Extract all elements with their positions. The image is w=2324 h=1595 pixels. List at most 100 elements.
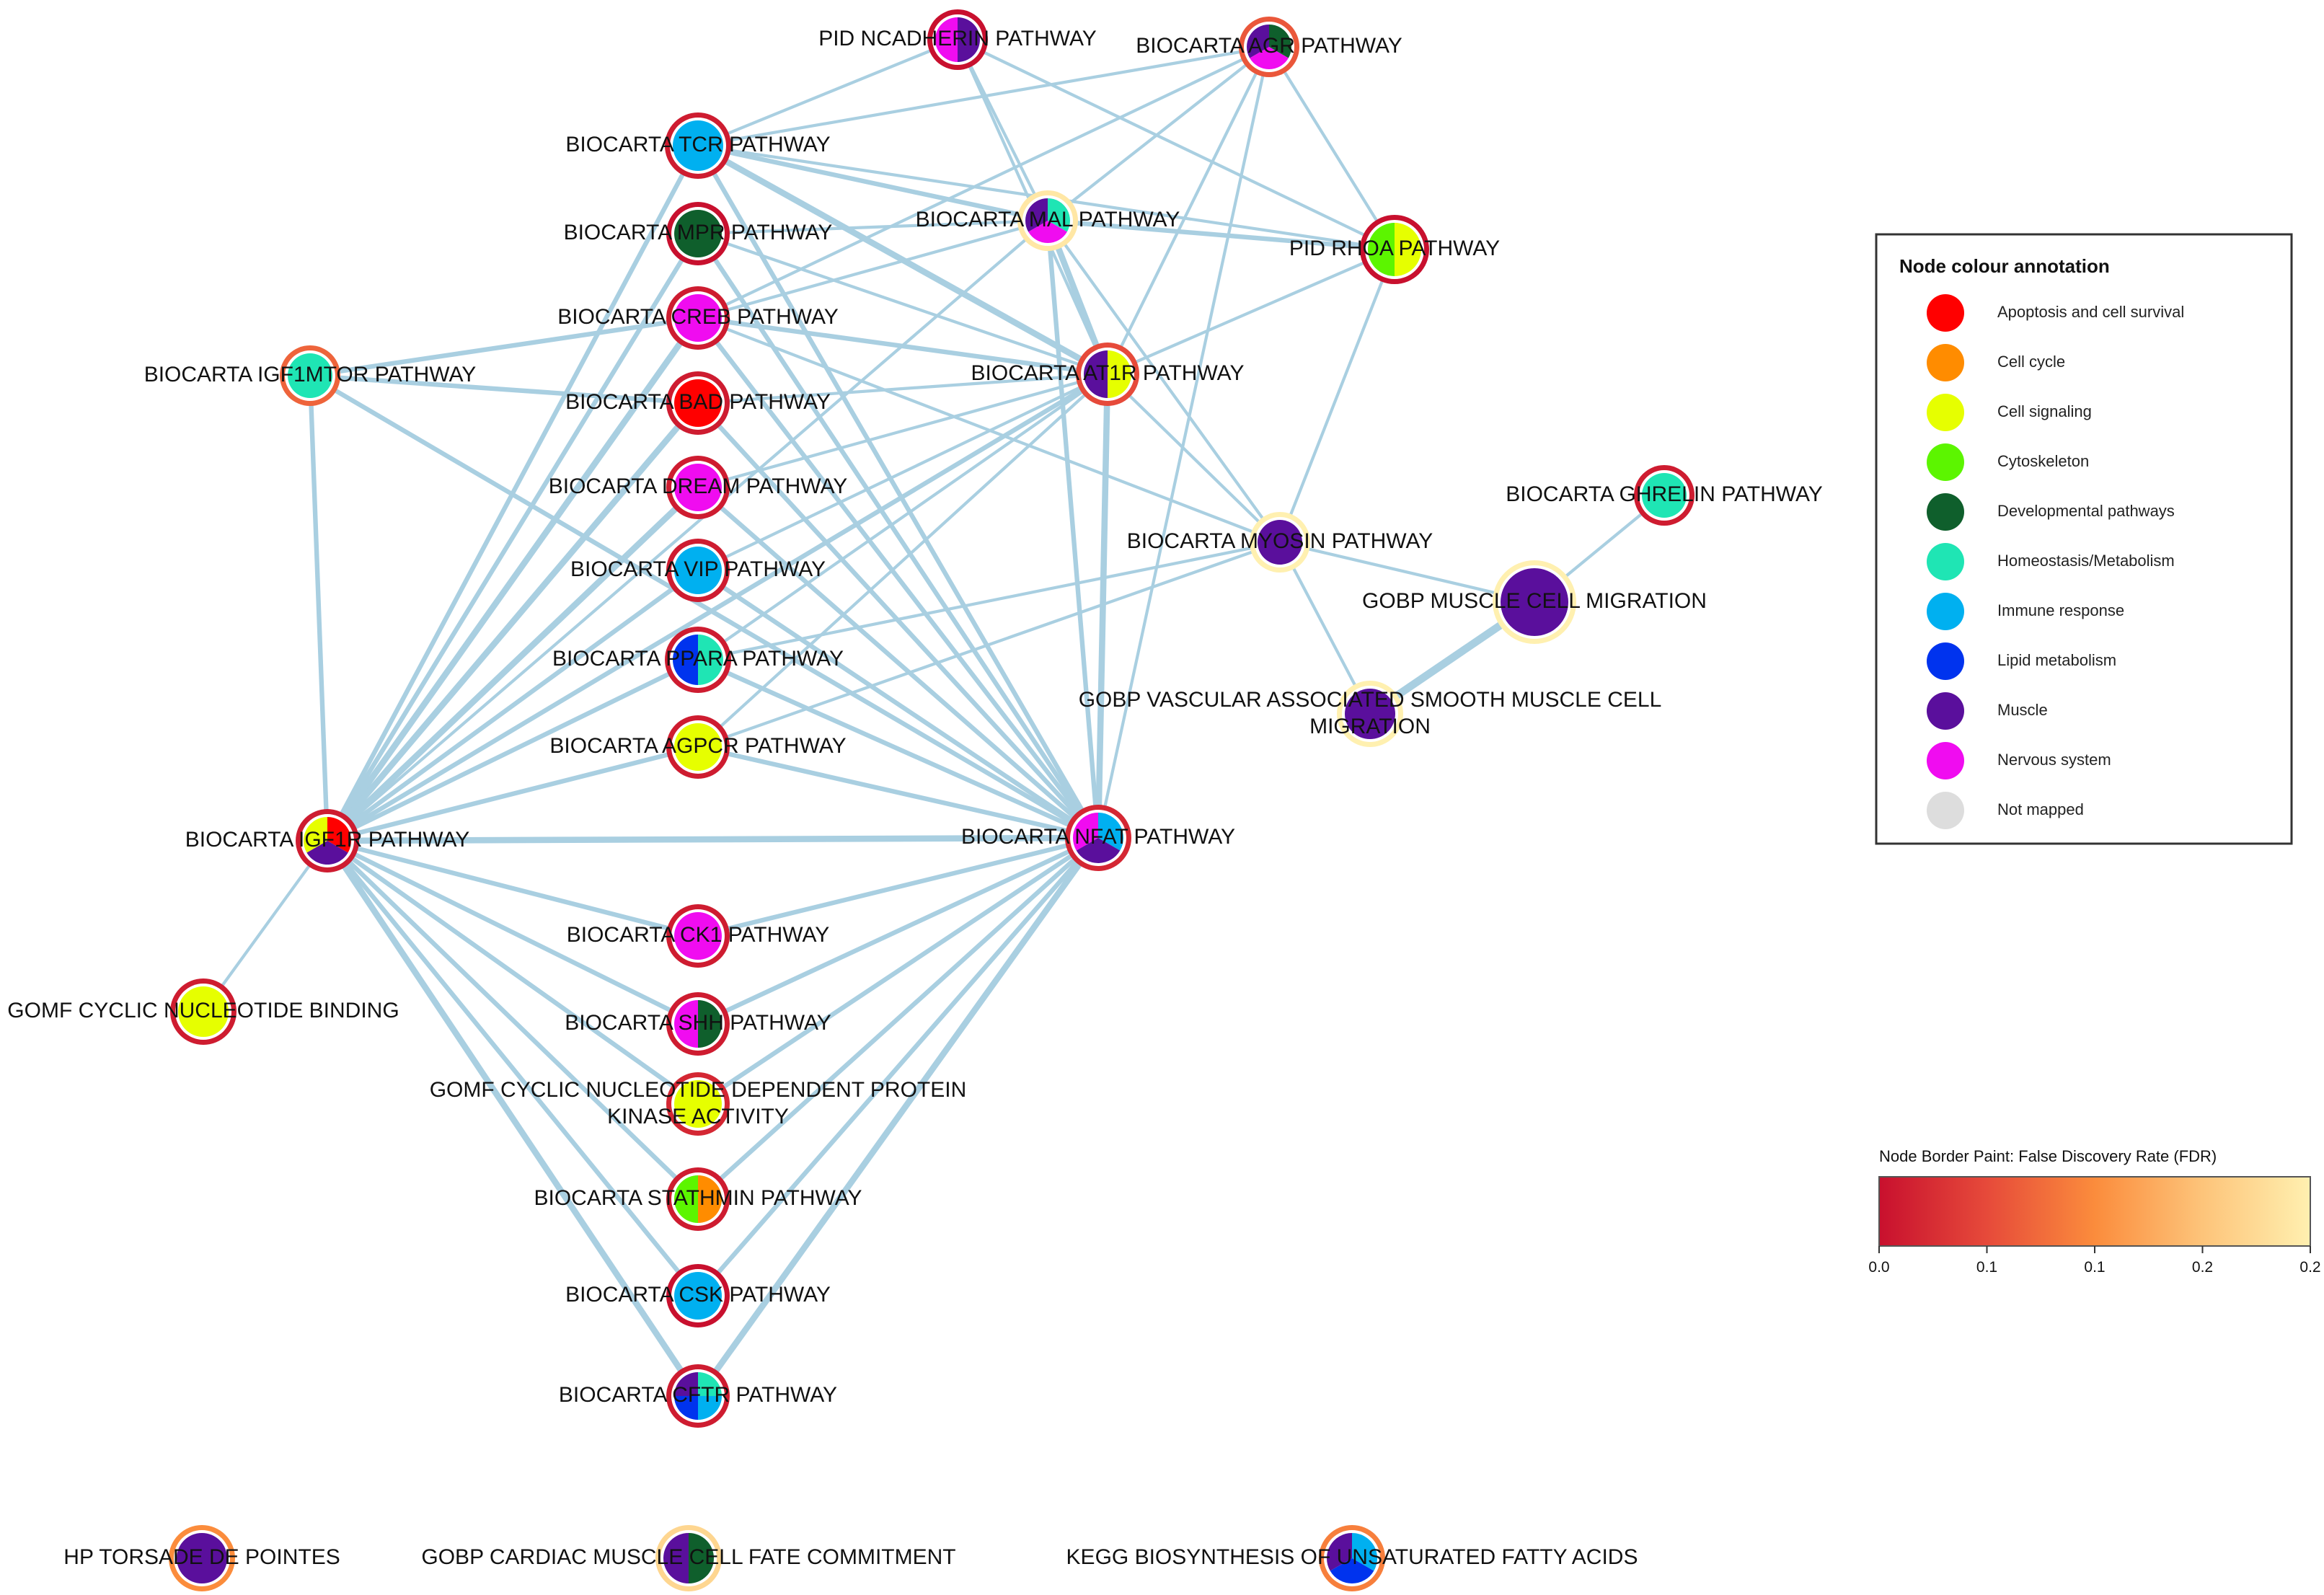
node-gobp_muscle_migration[interactable]: [1493, 560, 1576, 644]
edge-biocarta_igf1r-biocarta_stathmin: [324, 838, 701, 1202]
node-biocarta_ghrelin[interactable]: [1634, 465, 1695, 526]
node-slice-nervous: [674, 1000, 698, 1048]
node-gomf_cn_binding[interactable]: [170, 978, 237, 1045]
legend-item: Nervous system: [1927, 742, 2111, 779]
edge-biocarta_myosin-biocarta_agpcr: [696, 540, 1282, 749]
node-gobp_vsmc_migration[interactable]: [1337, 681, 1403, 747]
node-fill-immune: [674, 547, 722, 594]
legend-swatch: [1927, 742, 1964, 779]
node-biocarta_creb[interactable]: [666, 286, 730, 350]
node-biocarta_ck1[interactable]: [666, 904, 730, 968]
node-biocarta_csk[interactable]: [666, 1264, 730, 1327]
node-slice-muscle: [1326, 1533, 1352, 1571]
node-fill-immune: [674, 1272, 722, 1320]
node-slice-lipid: [1330, 1558, 1374, 1583]
edge-biocarta_agr-biocarta_tcr: [696, 45, 1271, 148]
node-label-biocarta_cftr: BIOCARTA CFTR PATHWAY: [559, 1383, 837, 1407]
node-slice-developmental: [689, 1533, 714, 1583]
node-slice-cell_signaling: [1108, 350, 1131, 398]
node-label-biocarta_dream: BIOCARTA DREAM PATHWAY: [549, 474, 848, 498]
node-label-kegg_ufa: KEGG BIOSYNTHESIS OF UNSATURATED FATTY A…: [1066, 1545, 1638, 1569]
edge-biocarta_igf1r-biocarta_nfat: [324, 834, 1102, 844]
edge-biocarta_ppara-biocarta_nfat: [695, 657, 1101, 841]
node-biocarta_myosin[interactable]: [1250, 512, 1310, 573]
scale-title: Node Border Paint: False Discovery Rate …: [1879, 1147, 2217, 1165]
node-fill-immune: [673, 120, 723, 171]
node-slice-muscle: [1247, 25, 1269, 58]
legend-title: Node colour annotation: [1899, 255, 2110, 277]
edge-biocarta_nfat-biocarta_ck1: [695, 835, 1101, 939]
node-slice-apoptosis: [327, 817, 351, 853]
node-gobp_cardiac_fate[interactable]: [655, 1525, 722, 1591]
node-slice-nervous: [935, 17, 958, 62]
node-label-biocarta_ppara: BIOCARTA PPARA PATHWAY: [552, 647, 844, 671]
node-label-biocarta_stathmin: BIOCARTA STATHMIN PATHWAY: [534, 1186, 862, 1210]
edge-biocarta_creb-biocarta_igf1mtor: [307, 315, 701, 379]
legend-label: Developmental pathways: [1997, 502, 2175, 520]
legend-label: Homeostasis/Metabolism: [1997, 552, 2175, 570]
node-label-biocarta_ck1: BIOCARTA CK1 PATHWAY: [567, 923, 830, 947]
scale-tick-label: 0.1: [2084, 1259, 2105, 1276]
node-pid_ncadherin[interactable]: [927, 9, 988, 70]
edge-biocarta_tcr-biocarta_nfat: [695, 143, 1101, 841]
node-slice-muscle: [1084, 350, 1108, 398]
edge-biocarta_at1r-biocarta_vip: [696, 372, 1110, 573]
legend-item: Muscle: [1927, 692, 2048, 730]
node-biocarta_igf1r[interactable]: [296, 809, 359, 872]
node-kegg_ufa[interactable]: [1319, 1525, 1385, 1591]
node-slice-lipid: [674, 1396, 698, 1420]
node-biocarta_mal[interactable]: [1017, 190, 1078, 251]
node-pid_rhoa[interactable]: [1360, 215, 1429, 284]
node-biocarta_ppara[interactable]: [665, 627, 731, 693]
node-biocarta_agr[interactable]: [1239, 17, 1299, 77]
node-slice-cytoskeleton: [674, 1175, 698, 1223]
node-fill-homeostasis: [1642, 473, 1687, 518]
edge-biocarta_agpcr-biocarta_igf1r: [324, 744, 701, 844]
legend-item: Lipid metabolism: [1927, 642, 2116, 680]
node-biocarta_mpr[interactable]: [666, 202, 730, 265]
node-biocarta_vip[interactable]: [666, 539, 730, 602]
node-fill-nervous: [674, 464, 722, 511]
node-slice-homeostasis: [698, 1372, 722, 1396]
node-label-pid_rhoa: PID RHOA PATHWAY: [1289, 237, 1500, 260]
node-label-gomf_cn_kinase-line2: KINASE ACTIVITY: [607, 1105, 789, 1128]
edge-biocarta_nfat-gomf_cn_kinase: [695, 835, 1101, 1107]
node-biocarta_shh[interactable]: [666, 992, 730, 1056]
edge-biocarta_agr-pid_rhoa: [1267, 45, 1397, 252]
node-biocarta_at1r[interactable]: [1076, 343, 1139, 406]
edges-layer: [201, 37, 1666, 1400]
node-label-biocarta_tcr: BIOCARTA TCR PATHWAY: [565, 133, 830, 156]
legend-item: Cell cycle: [1927, 344, 2065, 381]
edge-biocarta_nfat-biocarta_shh: [695, 835, 1101, 1027]
edge-biocarta_tcr-biocarta_mal: [695, 143, 1051, 224]
node-gomf_cn_kinase[interactable]: [666, 1072, 730, 1136]
legend-item: Immune response: [1927, 593, 2124, 630]
edge-biocarta_nfat-biocarta_cftr: [694, 834, 1102, 1400]
node-biocarta_cftr[interactable]: [666, 1364, 730, 1428]
edge-biocarta_nfat-biocarta_stathmin: [695, 835, 1101, 1202]
legend-swatch: [1927, 344, 1964, 381]
node-biocarta_agpcr[interactable]: [666, 715, 730, 779]
edge-biocarta_at1r-biocarta_myosin: [1105, 372, 1282, 544]
node-hp_torsade[interactable]: [169, 1525, 235, 1591]
edge-biocarta_mal-biocarta_nfat: [1045, 218, 1101, 841]
node-fill-muscle: [177, 1533, 227, 1583]
edge-biocarta_at1r-biocarta_ppara: [696, 372, 1110, 662]
legend-label: Lipid metabolism: [1997, 651, 2116, 669]
node-biocarta_tcr[interactable]: [665, 112, 731, 179]
edge-biocarta_vip-biocarta_igf1r: [324, 567, 701, 844]
node-biocarta_nfat[interactable]: [1065, 805, 1131, 871]
node-biocarta_igf1mtor[interactable]: [280, 345, 340, 406]
node-biocarta_dream[interactable]: [666, 456, 730, 519]
node-slice-developmental: [698, 1000, 722, 1048]
scale-gradient-bar: [1878, 1176, 2311, 1247]
node-slice-developmental: [1269, 25, 1291, 58]
node-biocarta_bad[interactable]: [666, 371, 730, 435]
node-label-biocarta_mal: BIOCARTA MAL PATHWAY: [916, 208, 1180, 231]
fdr-color-scale: Node Border Paint: False Discovery Rate …: [1868, 1147, 2320, 1276]
node-biocarta_stathmin[interactable]: [666, 1167, 730, 1231]
node-label-biocarta_ghrelin: BIOCARTA GHRELIN PATHWAY: [1506, 482, 1823, 506]
edge-biocarta_nfat-biocarta_csk: [695, 835, 1101, 1299]
scale-tick-label: 0.2: [2299, 1259, 2320, 1276]
